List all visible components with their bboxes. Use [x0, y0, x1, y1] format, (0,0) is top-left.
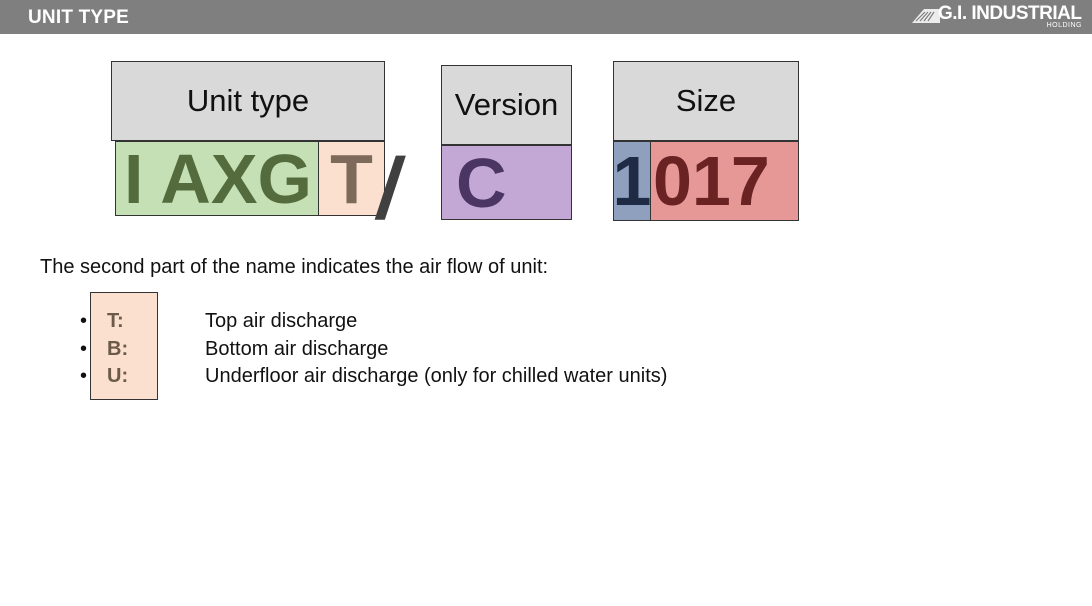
option-key-sep: :	[117, 310, 124, 332]
option-key: B	[107, 338, 122, 360]
option-label: Bottom air discharge	[205, 338, 389, 360]
airflow-key-highlight	[90, 292, 158, 400]
airflow-code: T	[330, 139, 373, 218]
option-key: U	[107, 365, 122, 387]
version-code: C	[456, 143, 507, 222]
option-label: Top air discharge	[205, 310, 358, 332]
list-item: • T: Top air discharge	[80, 310, 780, 336]
version-code-box: C	[441, 145, 572, 220]
size-prefix-box: 1	[613, 141, 651, 221]
list-item: • U: Underfloor air discharge (only for …	[80, 365, 780, 391]
airflow-code-box: T	[318, 141, 385, 216]
logo-brand: G.I. INDUSTRIAL	[938, 3, 1082, 24]
series-code-box: I AXG	[115, 141, 321, 216]
logo-subtitle: HOLDING	[1046, 22, 1082, 29]
bullet-icon: •	[80, 365, 88, 387]
unit-type-header: Unit type	[111, 61, 385, 141]
size-label: Size	[675, 83, 737, 118]
option-label: Underfloor air discharge (only for chill…	[205, 365, 668, 387]
bullet-icon: •	[80, 338, 88, 360]
version-header: Version	[441, 65, 572, 145]
page-title: UNIT TYPE	[28, 7, 130, 28]
description-text: The second part of the name indicates th…	[40, 256, 549, 278]
title-bar: UNIT TYPE G.I. INDUSTRIAL HOLDING	[0, 0, 1092, 34]
size-code: 017	[653, 142, 770, 220]
company-logo: G.I. INDUSTRIAL HOLDING	[912, 3, 1082, 31]
option-key: T	[107, 310, 117, 332]
size-header: Size	[613, 61, 799, 141]
unit-type-label: Unit type	[186, 83, 310, 118]
size-prefix-code: 1	[612, 142, 652, 220]
option-key-sep: :	[121, 365, 129, 387]
list-item: • B: Bottom air discharge	[80, 338, 780, 364]
version-label: Version	[454, 87, 559, 122]
size-code-box: 017	[650, 141, 799, 221]
series-code: I AXG	[124, 139, 312, 218]
logo-mark-icon	[912, 9, 940, 23]
option-key-sep: :	[121, 338, 129, 360]
bullet-icon: •	[80, 310, 88, 332]
